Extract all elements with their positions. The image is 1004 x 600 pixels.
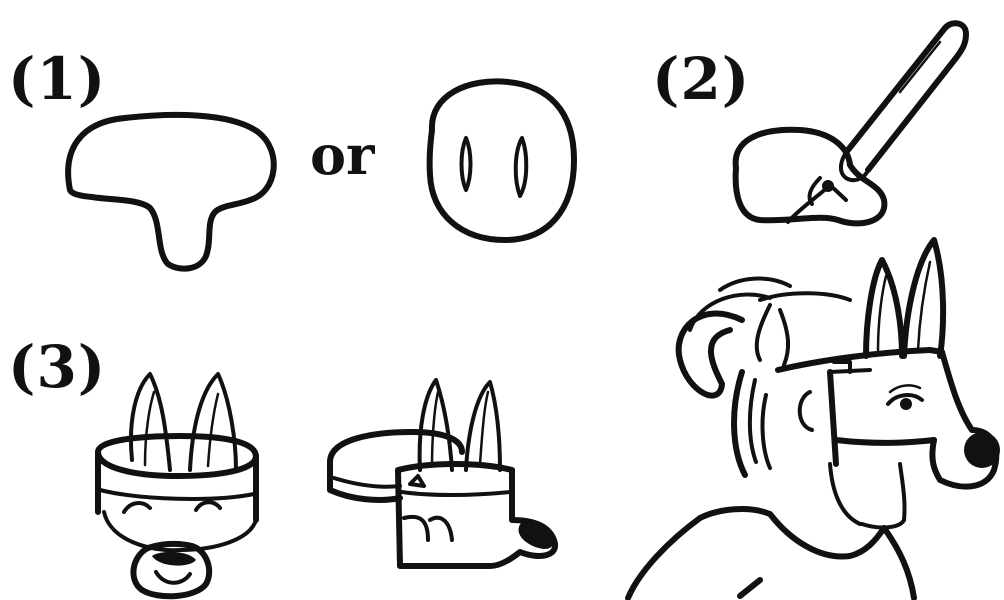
side-headband	[330, 432, 462, 462]
side-left-ear	[420, 380, 452, 470]
right-eye	[196, 502, 220, 510]
chin	[900, 464, 905, 520]
pig-snout-template	[430, 81, 574, 240]
mask-nose	[964, 432, 1000, 468]
side-eye	[410, 476, 424, 486]
side-nose	[519, 521, 553, 549]
left-eye	[124, 503, 150, 512]
ponytail	[679, 314, 742, 396]
left-ear	[131, 374, 170, 470]
ear	[800, 392, 812, 430]
right-nostril	[516, 138, 527, 196]
dog-nose-template	[68, 115, 274, 269]
girl-wearing-mask	[628, 240, 1000, 598]
mask-left-ear	[866, 260, 902, 356]
left-nostril	[462, 138, 471, 190]
mask-side-view	[330, 380, 555, 566]
headband-top	[98, 436, 256, 476]
mask-front-view	[98, 374, 256, 596]
